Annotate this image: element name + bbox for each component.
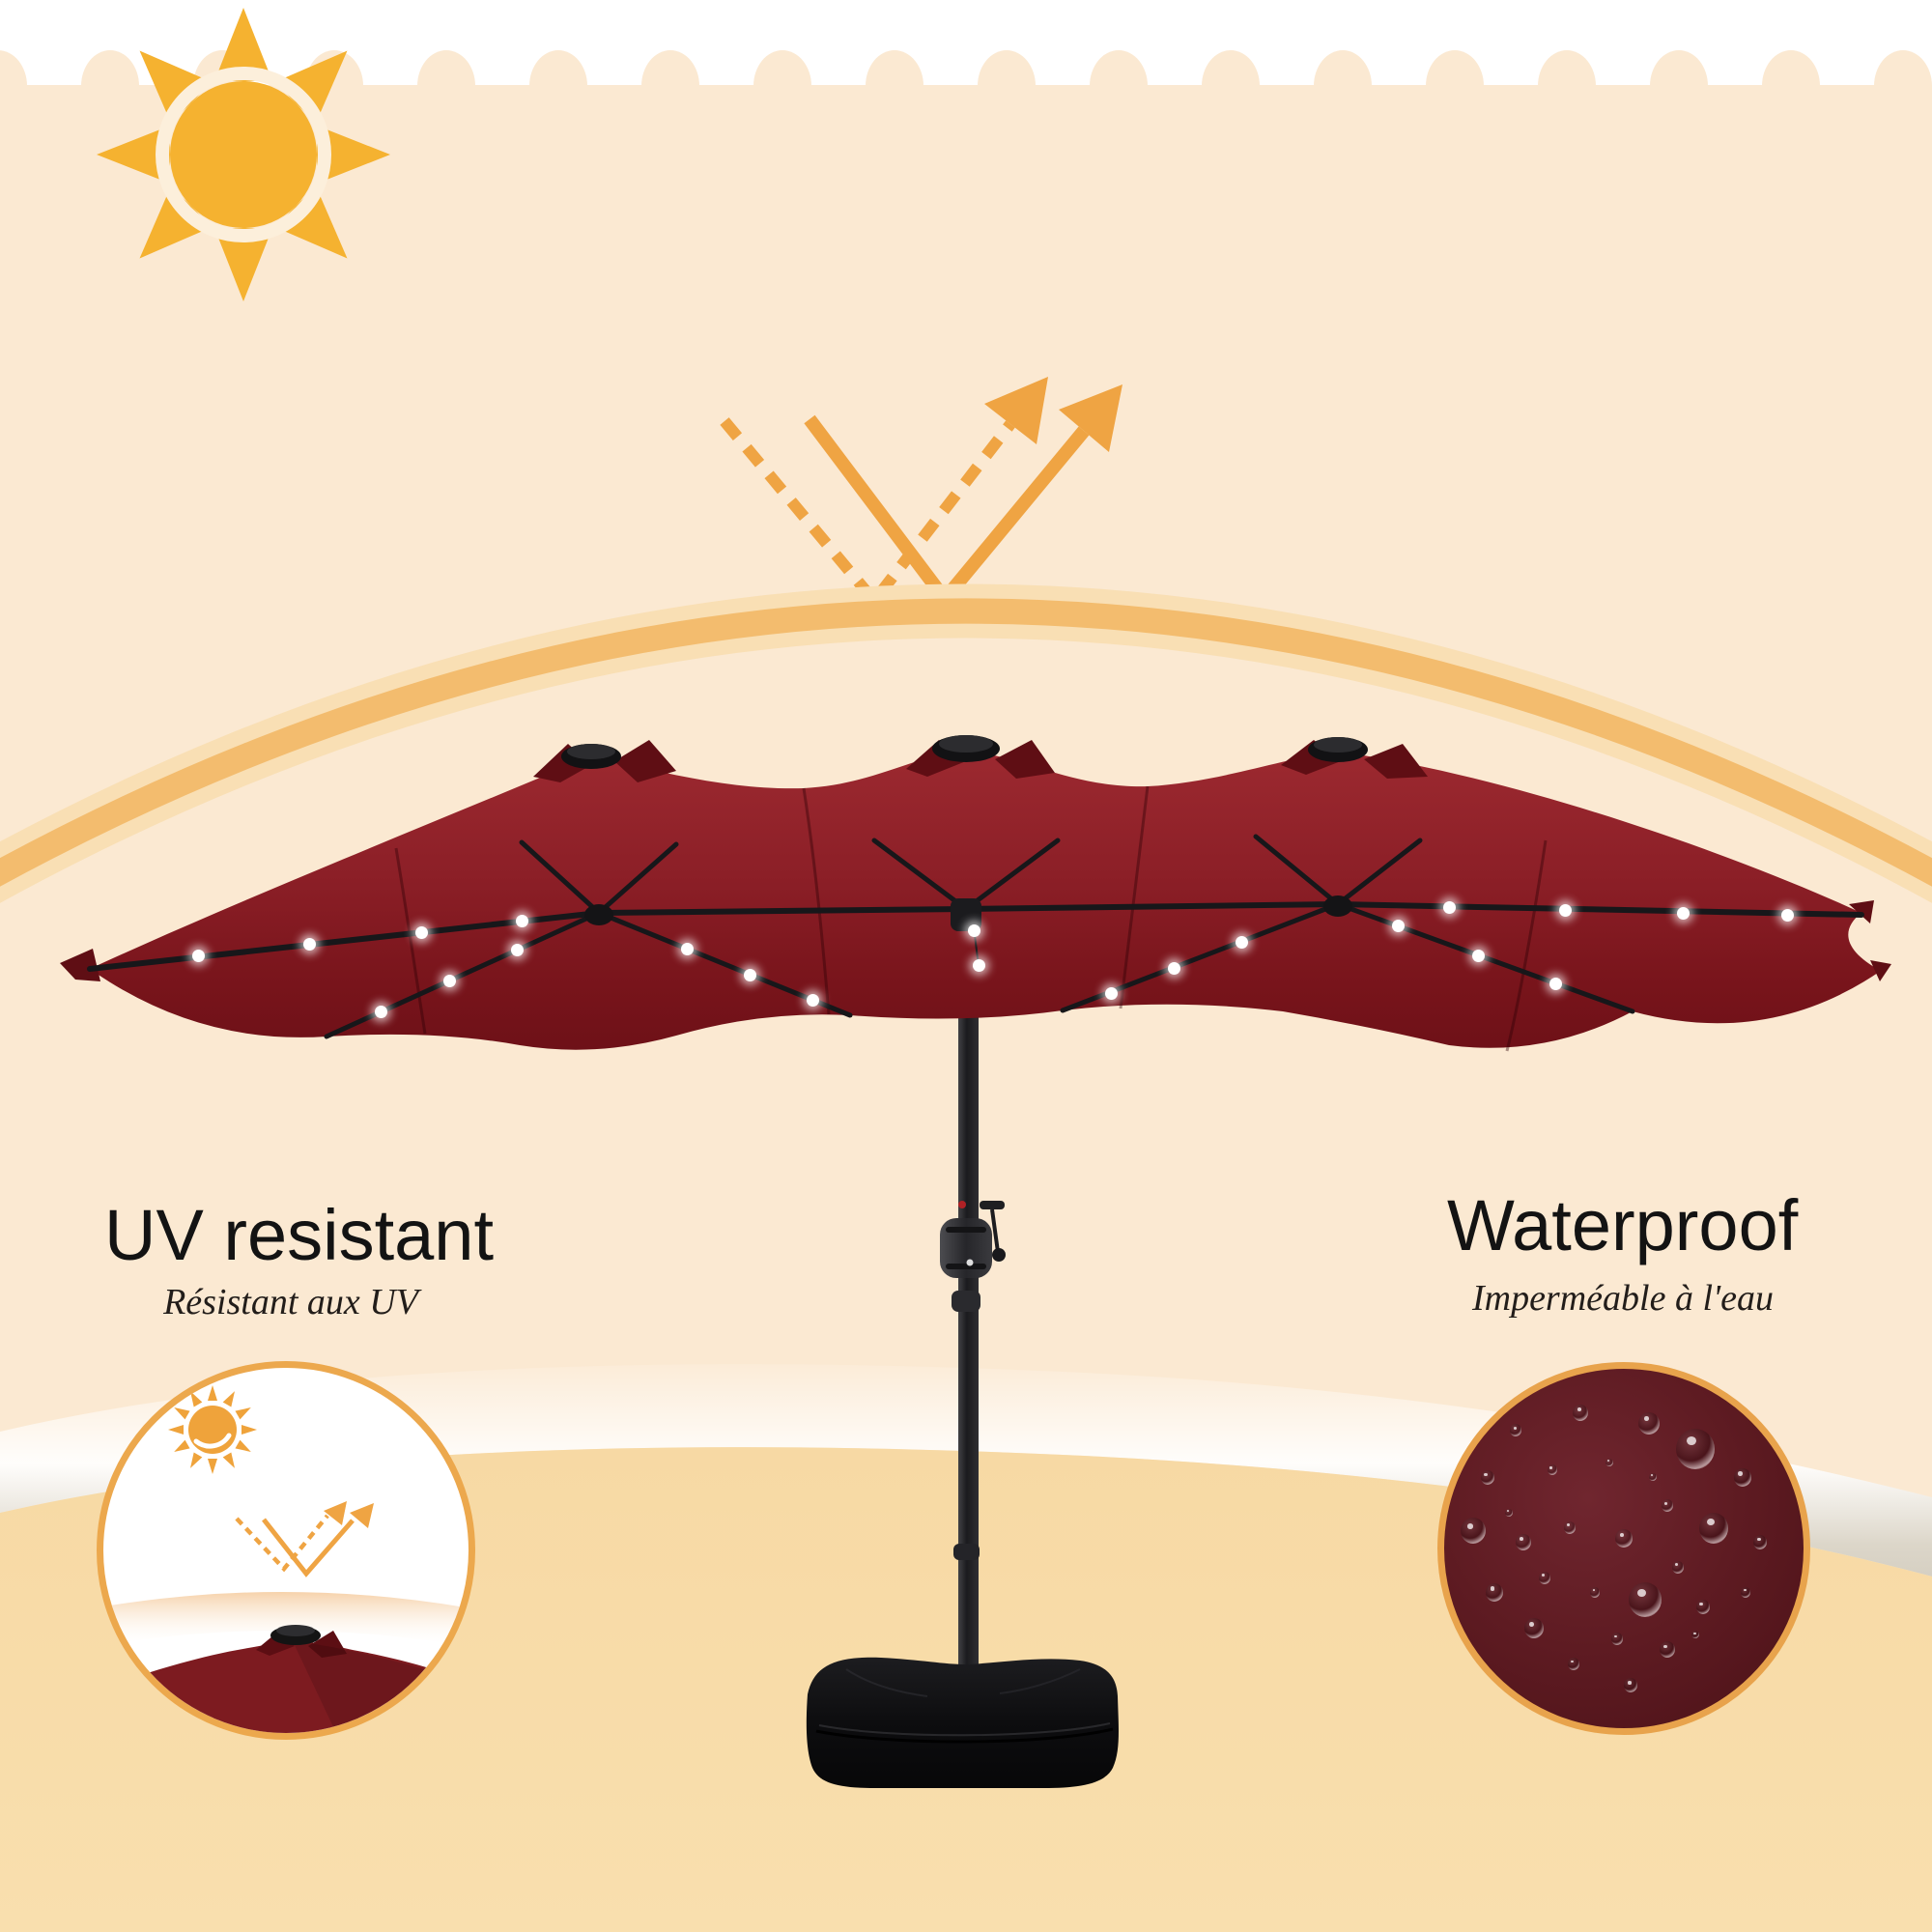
water-droplet (1567, 1658, 1579, 1671)
scallop-bump (81, 50, 139, 122)
scallop-bump (1650, 50, 1708, 122)
water-droplet (1699, 1512, 1728, 1544)
scallop-bump (1314, 50, 1372, 122)
led-light (1472, 950, 1485, 962)
water-droplet (1573, 1404, 1589, 1421)
water-droplet (1615, 1528, 1633, 1548)
led-light (1559, 904, 1572, 917)
led-light (443, 975, 456, 987)
scallop-bump (1426, 50, 1484, 122)
water-droplet (1605, 1458, 1614, 1466)
led-light (192, 950, 205, 962)
water-droplet (1659, 1641, 1675, 1659)
water-droplet (1504, 1508, 1513, 1517)
led-light (1105, 987, 1118, 1000)
pole-collar (952, 1291, 980, 1312)
water-droplet (1486, 1582, 1504, 1602)
led-light (1236, 936, 1248, 949)
led-light (1392, 920, 1405, 932)
led-light (516, 915, 528, 927)
water-droplet (1624, 1678, 1638, 1693)
scallop-bump (529, 50, 587, 122)
led-light (1168, 962, 1180, 975)
water-droplet (1629, 1582, 1662, 1618)
led-light (1677, 907, 1690, 920)
canopy-ruffles (60, 740, 1891, 981)
water-droplet (1733, 1467, 1751, 1487)
mini-umbrella-icon (103, 1625, 469, 1733)
led-light (681, 943, 694, 955)
waterproof-feature-title: Waterproof (1447, 1185, 1799, 1265)
led-light (375, 1006, 387, 1018)
water-droplet (1539, 1571, 1551, 1584)
scallop-bump (753, 50, 811, 122)
scallop-bump (417, 50, 475, 122)
mini-sun-icon (168, 1385, 257, 1474)
water-droplet (1610, 1633, 1623, 1645)
water-droplet (1753, 1534, 1768, 1549)
waterproof-feature-subtitle: Imperméable à l'eau (1471, 1278, 1775, 1319)
water-droplet (1671, 1560, 1684, 1574)
water-droplet (1638, 1411, 1661, 1435)
crank-housing (940, 1218, 992, 1278)
water-droplet (1741, 1586, 1751, 1598)
water-droplet (1691, 1631, 1700, 1639)
water-droplet (1547, 1464, 1557, 1476)
led-light (415, 926, 428, 939)
scallop-bump (1874, 50, 1932, 122)
water-droplet (1524, 1617, 1544, 1638)
scallop-bump (1202, 50, 1260, 122)
sun-disc (170, 81, 317, 228)
uv-feature-subtitle: Résistant aux UV (163, 1282, 418, 1322)
ground-glow (0, 1364, 1932, 1577)
led-light (511, 944, 524, 956)
mini-ground-arc (103, 1591, 469, 1647)
scallop-bump (1538, 50, 1596, 122)
led-light (1443, 901, 1456, 914)
rib-hub-left (584, 904, 613, 925)
tilt-button (958, 1201, 966, 1208)
uv-feature-title: UV resistant (104, 1195, 495, 1275)
umbrella-canopy (90, 751, 1881, 1050)
uv-resistant-badge-icon (97, 1361, 475, 1740)
base-weight-bag (806, 1657, 1119, 1788)
water-droplet (1515, 1533, 1531, 1550)
umbrella-ribs (87, 834, 1864, 1039)
water-droplet (1460, 1518, 1486, 1545)
water-droplet (1695, 1599, 1710, 1614)
led-light (744, 969, 756, 981)
water-droplet (1510, 1424, 1522, 1437)
scallop-bump (866, 50, 923, 122)
led-light (1549, 978, 1562, 990)
rib-hub-right (1323, 895, 1352, 917)
water-droplet (1564, 1520, 1577, 1534)
led-light (968, 924, 980, 937)
led-light (303, 938, 316, 951)
water-droplet (1661, 1499, 1673, 1513)
water-droplet (1590, 1586, 1601, 1598)
water-droplet (1480, 1469, 1494, 1485)
led-light (1781, 909, 1794, 922)
led-light (807, 994, 819, 1007)
scallop-bump (1090, 50, 1148, 122)
water-droplet (1648, 1472, 1657, 1481)
water-droplet (1676, 1428, 1716, 1469)
led-light (973, 959, 985, 972)
rib-hub-center (951, 898, 981, 931)
crank-handle (980, 1201, 1006, 1262)
canopy-caps (561, 735, 1368, 769)
scallop-bump (1762, 50, 1820, 122)
pole-joint (953, 1544, 980, 1560)
scallop-bump (641, 50, 699, 122)
water-droplets-badge-icon (1437, 1362, 1810, 1735)
mini-uv-arrows-icon (235, 1501, 374, 1577)
scallop-bump (978, 50, 1036, 122)
